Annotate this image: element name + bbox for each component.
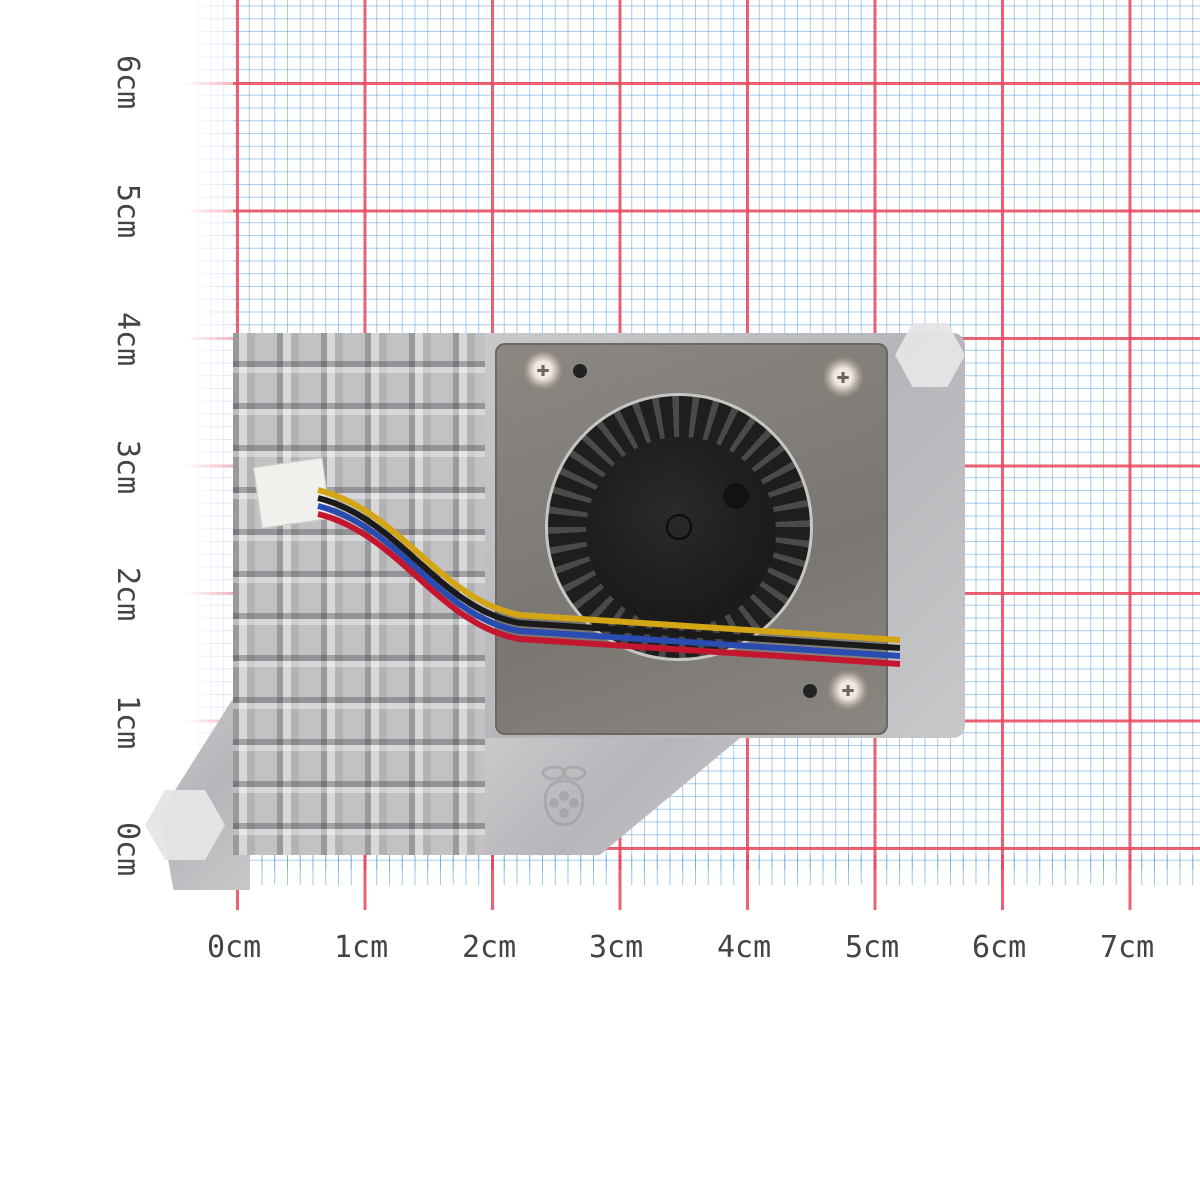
wire-black: [317, 495, 901, 651]
hub-ring: [666, 514, 692, 540]
x-label: 2cm: [462, 930, 517, 965]
vent-hole: [803, 684, 817, 698]
x-label: 0cm: [207, 930, 262, 965]
x-label: 4cm: [717, 930, 772, 965]
x-label: 5cm: [845, 930, 900, 965]
x-label: 1cm: [334, 930, 389, 965]
screw-icon: [828, 670, 868, 710]
screw-icon: [823, 357, 863, 397]
bottom-ruler: [185, 855, 1200, 925]
x-label: 3cm: [589, 930, 644, 965]
wire-red: [317, 511, 901, 667]
screw-icon: [523, 350, 563, 390]
standoff-top-right: [895, 323, 965, 387]
standoff-bottom-left: [145, 790, 225, 860]
x-label: 6cm: [972, 930, 1027, 965]
vent-hole: [573, 364, 587, 378]
wire-blue: [317, 503, 901, 659]
hub-mark: [723, 483, 749, 509]
wire-yellow: [317, 487, 901, 643]
x-label: 7cm: [1100, 930, 1155, 965]
raspberry-pi-logo-icon: [541, 765, 587, 826]
